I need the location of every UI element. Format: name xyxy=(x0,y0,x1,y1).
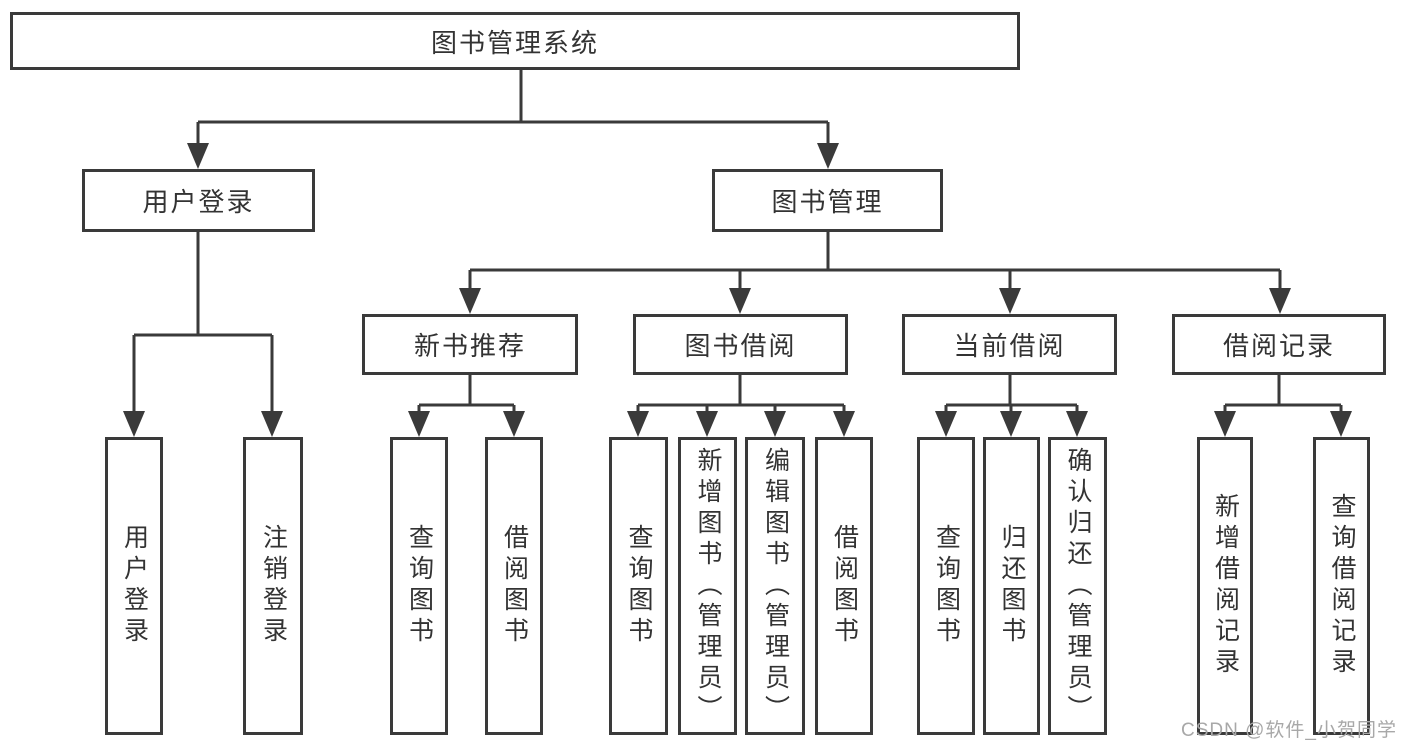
leaf-query-borrow-record: 查询借阅记录 xyxy=(1313,437,1370,735)
leaf-query-books-recommend: 查询图书 xyxy=(390,437,448,735)
leaf-query-books-current: 查询图书 xyxy=(917,437,975,735)
node-current-borrow: 当前借阅 xyxy=(902,314,1117,375)
leaf-return-books: 归还图书 xyxy=(983,437,1040,735)
node-root-system: 图书管理系统 xyxy=(10,12,1020,70)
csdn-watermark: CSDN @软件_小贺同学 xyxy=(1181,720,1397,741)
leaf-query-books-borrow: 查询图书 xyxy=(609,437,668,735)
leaf-edit-books-admin: 编辑图书（管理员） xyxy=(745,437,805,735)
leaf-add-books-admin: 新增图书（管理员） xyxy=(678,437,737,735)
node-book-borrow: 图书借阅 xyxy=(633,314,848,375)
node-new-book-recommend: 新书推荐 xyxy=(362,314,578,375)
leaf-logout: 注销登录 xyxy=(243,437,303,735)
node-book-management: 图书管理 xyxy=(712,169,943,232)
leaf-borrow-books-recommend: 借阅图书 xyxy=(485,437,543,735)
leaf-borrow-books: 借阅图书 xyxy=(815,437,873,735)
leaf-add-borrow-record: 新增借阅记录 xyxy=(1197,437,1253,735)
leaf-user-login: 用户登录 xyxy=(105,437,163,735)
node-user-login: 用户登录 xyxy=(82,169,315,232)
node-borrow-records: 借阅记录 xyxy=(1172,314,1386,375)
leaf-confirm-return-admin: 确认归还（管理员） xyxy=(1048,437,1107,735)
